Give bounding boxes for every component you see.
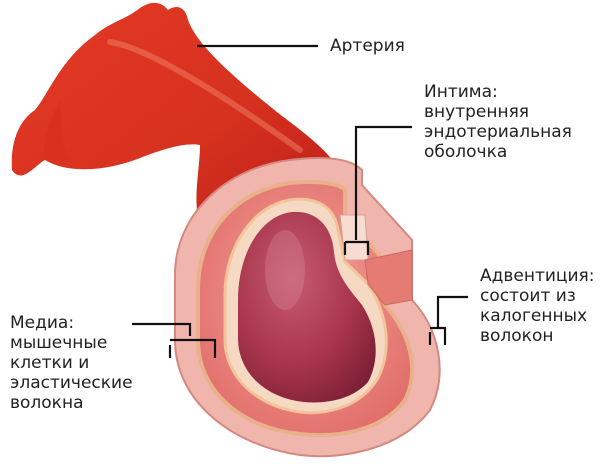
label-media-line2: мышечные <box>10 333 133 353</box>
label-adventitia-line1: Адвентиция: <box>480 266 595 286</box>
leader-adventitia <box>430 297 468 345</box>
label-media: Медиа: мышечные клетки и эластические во… <box>10 313 133 413</box>
label-media-line4: эластические <box>10 373 133 393</box>
label-intima-line3: эндотериальная <box>424 122 572 142</box>
label-intima-line1: Интима: <box>424 82 572 102</box>
label-artery: Артерия <box>330 36 405 56</box>
label-adventitia: Адвентиция: состоит из калогенных волоко… <box>480 266 595 346</box>
lumen-highlight <box>265 230 305 310</box>
label-intima-line2: внутренняя <box>424 102 572 122</box>
label-adventitia-line3: калогенных <box>480 306 595 326</box>
label-artery-text: Артерия <box>330 36 405 56</box>
label-media-line1: Медиа: <box>10 313 133 333</box>
label-media-line3: клетки и <box>10 353 133 373</box>
label-adventitia-line2: состоит из <box>480 286 595 306</box>
label-media-line5: волокна <box>10 393 133 413</box>
label-intima: Интима: внутренняя эндотериальная оболоч… <box>424 82 572 162</box>
label-adventitia-line4: волокон <box>480 326 595 346</box>
label-intima-line4: оболочка <box>424 142 572 162</box>
